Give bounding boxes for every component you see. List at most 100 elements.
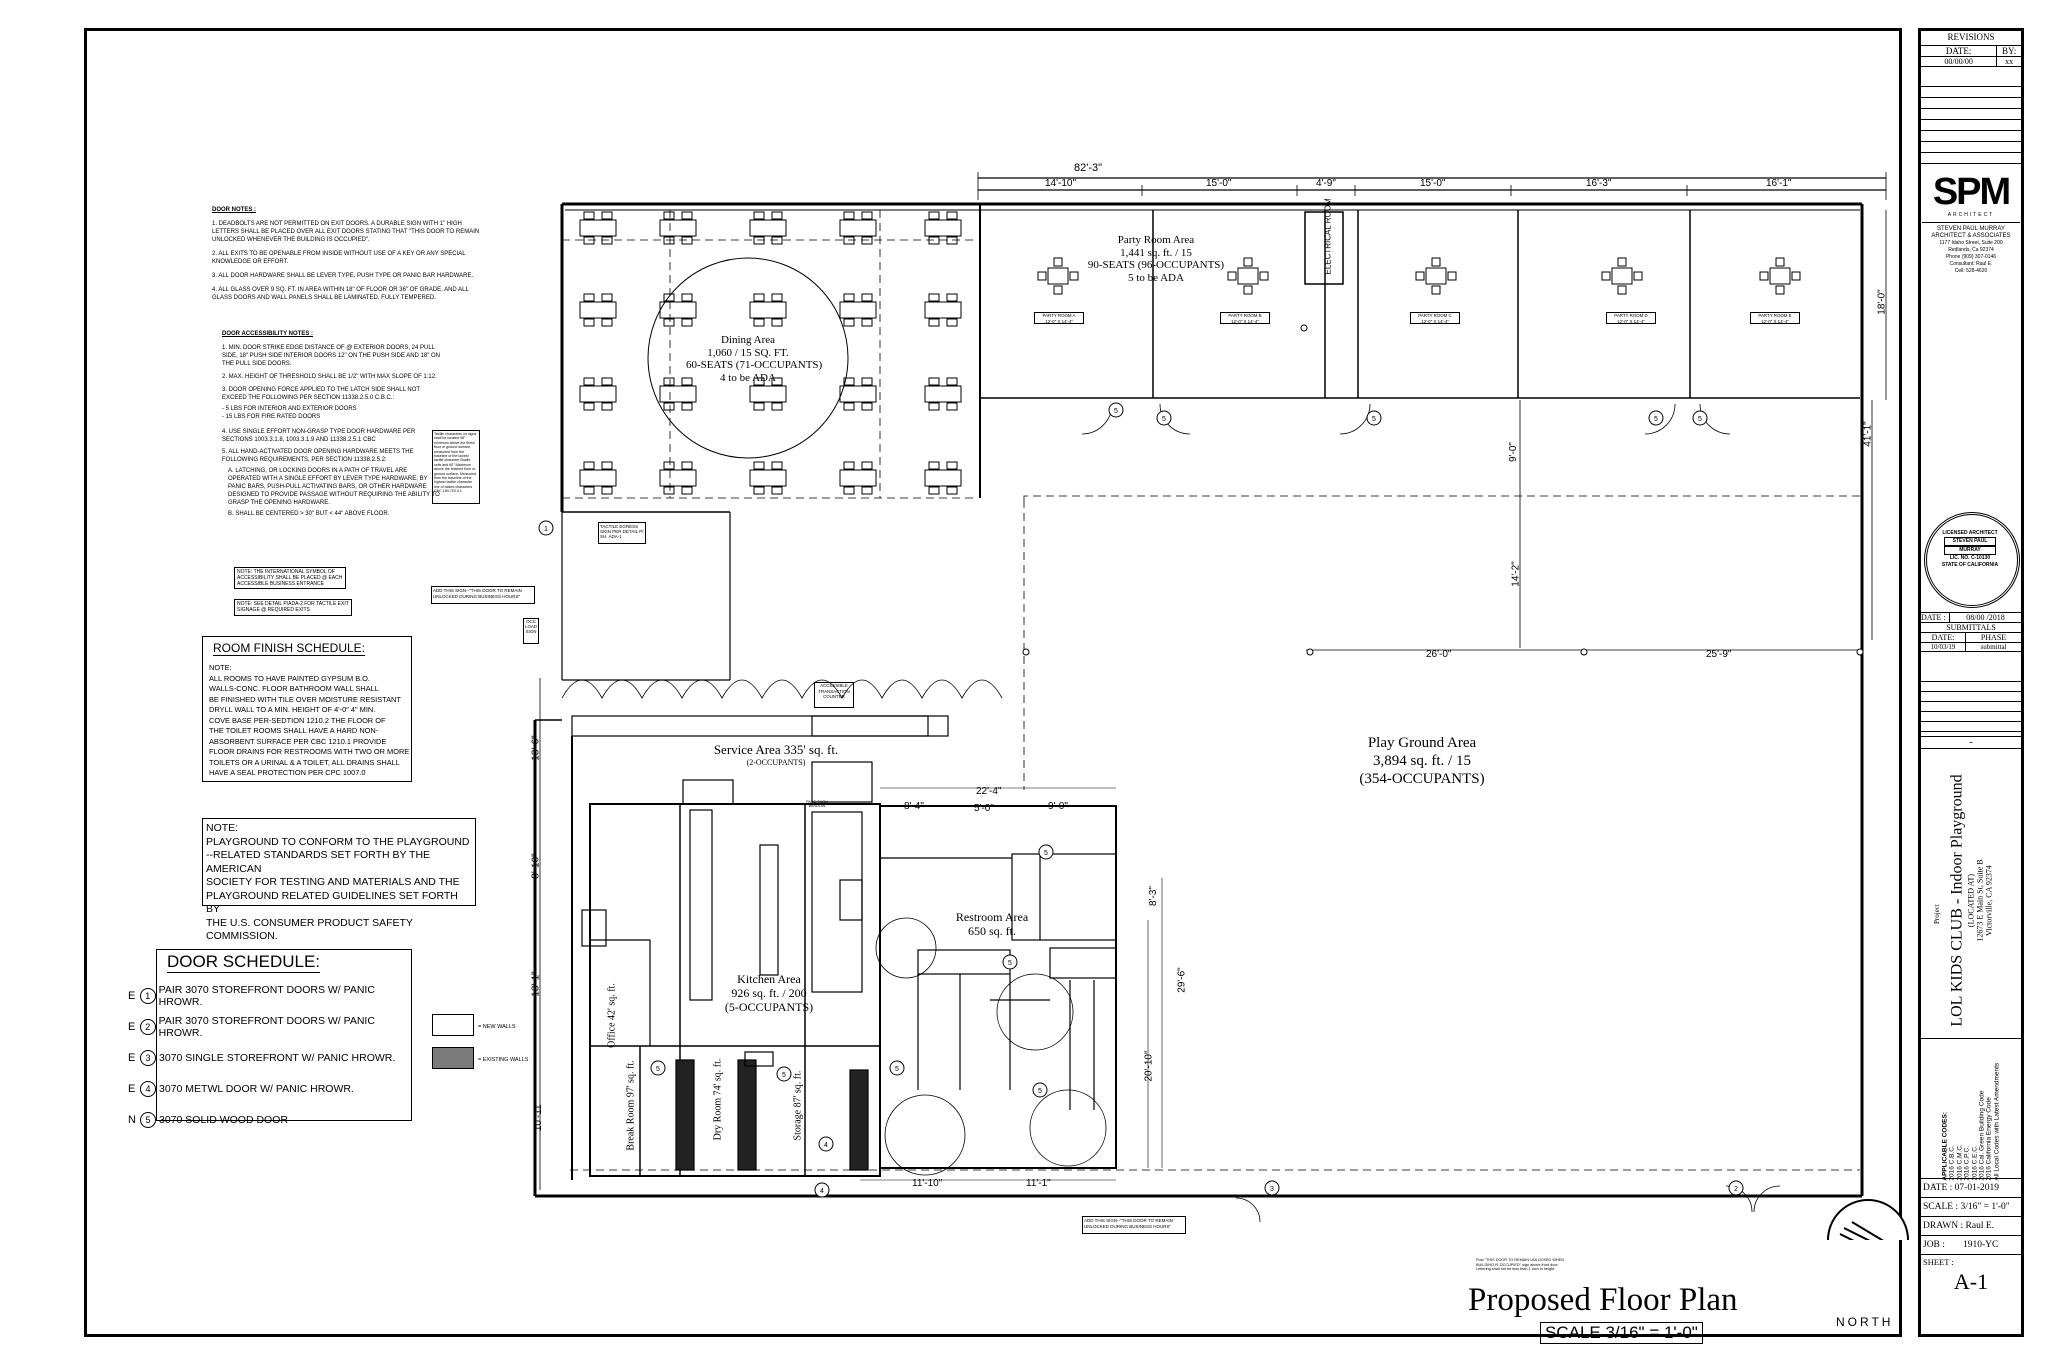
door-row-prefix: E — [128, 1082, 136, 1095]
stamp-date-row: DATE : 08/00 /2018 — [1921, 612, 2021, 623]
dim-play: 26'-0" — [1426, 649, 1452, 660]
dining-table-icon — [924, 211, 962, 245]
dining-table-icon — [579, 293, 617, 327]
svg-text:5: 5 — [1654, 416, 1658, 423]
access-note-4: 4. USE SINGLE EFFORT NON-GRASP TYPE DOOR… — [222, 429, 416, 443]
dining-table-icon — [579, 211, 617, 245]
door-notes-title: DOOR NOTES : — [212, 207, 257, 213]
room-line: 90-SEATS (96-OCCUPANTS) — [1087, 259, 1225, 271]
storage-label: Storage 87' sq. ft. — [792, 1070, 804, 1141]
project-label: Project — [1933, 904, 1941, 924]
architect-word: ARCHITECT — [1947, 212, 1995, 218]
tag-size: 12'-0" X 14'-4" — [1617, 318, 1645, 324]
svg-text:5: 5 — [1044, 850, 1048, 857]
door-notes: DOOR NOTES : 1. DEADBOLTS ARE NOT PERMIT… — [212, 206, 484, 302]
room-line: 1,441 sq. ft. / 15 — [1120, 246, 1192, 259]
door-note-3: 3. ALL DOOR HARDWARE SHALL BE LEVER TYPE… — [212, 273, 474, 279]
dining-area-label: Dining Area 1,060 / 15 SQ. FT. 60-SEATS … — [686, 334, 822, 384]
tactile-egress-note: TACTILE EGRESS SIGN PER DETAIL P/ SH. AD… — [598, 522, 646, 544]
legend-new-walls: = NEW WALLS — [478, 1024, 516, 1030]
room-line: Service Area 335' sq. ft. — [713, 742, 839, 757]
svg-text:5: 5 — [656, 1066, 660, 1073]
tb-scale: SCALE : 3/16" = 1'-0" — [1921, 1198, 2021, 1217]
north-arrow-icon — [1827, 1199, 1909, 1240]
dining-table-icon — [839, 377, 877, 411]
svg-text:4: 4 — [824, 1142, 828, 1149]
playground-note: NOTE: PLAYGROUND TO CONFORM TO THE PLAYG… — [202, 818, 476, 942]
sub-phase: submittal — [1965, 643, 2021, 651]
door-tag: 2 — [139, 1018, 156, 1035]
tag-size: 12'-0" X 14'-4" — [1421, 318, 1449, 324]
code-line: 2016 Cal. Green Building Code — [1978, 1090, 1986, 1181]
rf-line: ABSORBENT SURFACE PER CBC 1210.1 PROVIDE — [209, 736, 387, 746]
dining-table-icon — [839, 211, 877, 245]
svg-text:3: 3 — [1270, 1186, 1274, 1193]
add-sign-note-1: ADD THIS SIGN--"THIS DOOR TO REMAIN UNLO… — [431, 586, 535, 604]
rf-line: COVE BASE PER-SEDTION 1210.2 THE FLOOR O… — [209, 715, 386, 725]
room-line: Party Room Area — [1117, 234, 1195, 246]
door-tag: 5 — [140, 1111, 156, 1128]
door-schedule-title: DOOR SCHEDULE: — [167, 952, 321, 973]
codes-block: APPLICABLE CODES: 2016 C.B.C. 2016 C.M.C… — [1921, 1038, 2021, 1181]
firm-line: Consultant: Raul E. — [1949, 261, 1993, 267]
door-tag: 4 — [140, 1080, 156, 1097]
office-label: Office 42' sq. ft. — [606, 983, 618, 1048]
dining-table-icon — [659, 461, 697, 495]
rf-line: DRYLL WALL TO A MIN. HEIGHT OF 4'-0" 4" … — [209, 705, 376, 714]
rf-line: NOTE: — [209, 663, 232, 672]
stamp-line: LIC. NO. C-10130 — [1949, 555, 1991, 561]
door-note-4: 4. ALL GLASS OVER 9 SQ. FT. IN AREA WITH… — [212, 287, 469, 301]
stamp-line: STATE OF CALIFORNIA — [1941, 562, 1999, 568]
svg-text:5: 5 — [1114, 408, 1118, 415]
project-address-2: Victorville, CA 92374 — [1984, 865, 1994, 936]
door-row-text: PAIR 3070 STOREFRONT DOORS W/ PANIC HROW… — [158, 983, 375, 1008]
dry-room-label: Dry Room 74' sq. ft. — [712, 1058, 724, 1141]
room-line: (354-OCCUPANTS) — [1359, 771, 1485, 787]
door-row-text: PAIR 3070 STOREFRONT DOORS W/ PANIC HROW… — [158, 1014, 375, 1039]
service-area-label: Service Area 335' sq. ft. (2-OCCUPANTS) — [696, 742, 856, 767]
dining-table-icon — [579, 377, 617, 411]
tag-name: PARTY ROOM D — [1614, 313, 1648, 318]
firm-block: SPM ARCHITECT STEVEN PAUL MURRAY ARCHITE… — [1922, 172, 2020, 275]
dim-inner: 5'-0" — [974, 803, 994, 814]
project-text: LOL KIDS CLUB - Indoor Playground (LOCAT… — [1949, 761, 1994, 1041]
dim-top: 4'-9" — [1316, 178, 1336, 189]
stamp-line: STEVEN PAUL — [1944, 537, 1996, 546]
tb-job: 1910-YC — [1963, 1240, 1999, 1250]
door-row-prefix: N — [128, 1113, 136, 1126]
pg-line: SOCIETY FOR TESTING AND MATERIALS AND TH… — [206, 876, 460, 888]
tb-sheet: A-1 — [1953, 1269, 1989, 1294]
dining-table-icon — [749, 377, 787, 411]
dim-left: 13'-6" — [530, 735, 542, 761]
rf-line: BE FINISHED WITH TILE OVER MOISTURE RESI… — [209, 694, 401, 704]
dim-inner: 29'-6" — [1176, 967, 1188, 993]
door-tag-1-front — [538, 520, 554, 536]
dining-table-icon — [924, 293, 962, 327]
room-line: Dining Area — [720, 334, 776, 346]
legend-existing-walls: = EXISTING WALLS — [478, 1057, 529, 1063]
room-line: Kitchen Area — [737, 972, 801, 986]
door-row-prefix: E — [128, 1051, 136, 1064]
firm-line: ARCHITECT & ASSOCIATES — [1931, 233, 2011, 239]
access-note-3: 3. DOOR OPENING FORCE APPLIED TO THE LAT… — [222, 387, 420, 401]
tb-dash: - — [1921, 736, 2021, 749]
door-row-text: 3070 SOLID WOOD DOOR — [159, 1113, 288, 1126]
post-sign-note: Post "THIS DOOR TO REMAIN UNLOCKED WHEN … — [1476, 1258, 1564, 1272]
tag-name: PARTY ROOM C — [1418, 313, 1452, 318]
dim-inner: 11'-10" — [912, 1178, 943, 1189]
rf-line: TOILETS OR A URINAL & A TOILET, ALL DRAI… — [209, 757, 400, 767]
dining-table-icon — [749, 211, 787, 245]
svg-text:5: 5 — [1372, 416, 1376, 423]
sub-date-header: DATE: — [1931, 633, 1955, 642]
dining-table-icon — [839, 293, 877, 327]
revisions-row: 00/00/00 xx — [1921, 57, 2021, 67]
dim-inner: 20'-10" — [1143, 1050, 1155, 1082]
svg-text:4: 4 — [820, 1188, 824, 1195]
room-line: Play Ground Area — [1367, 735, 1477, 751]
pass-thru-label: PASS-THRU WINDOW — [806, 800, 828, 809]
title-block — [1918, 28, 2024, 1337]
rev-by-header: BY: — [1996, 46, 2021, 56]
access-note-3a: - 5 LBS FOR INTERIOR AND EXTERIOR DOORS — [222, 406, 357, 412]
